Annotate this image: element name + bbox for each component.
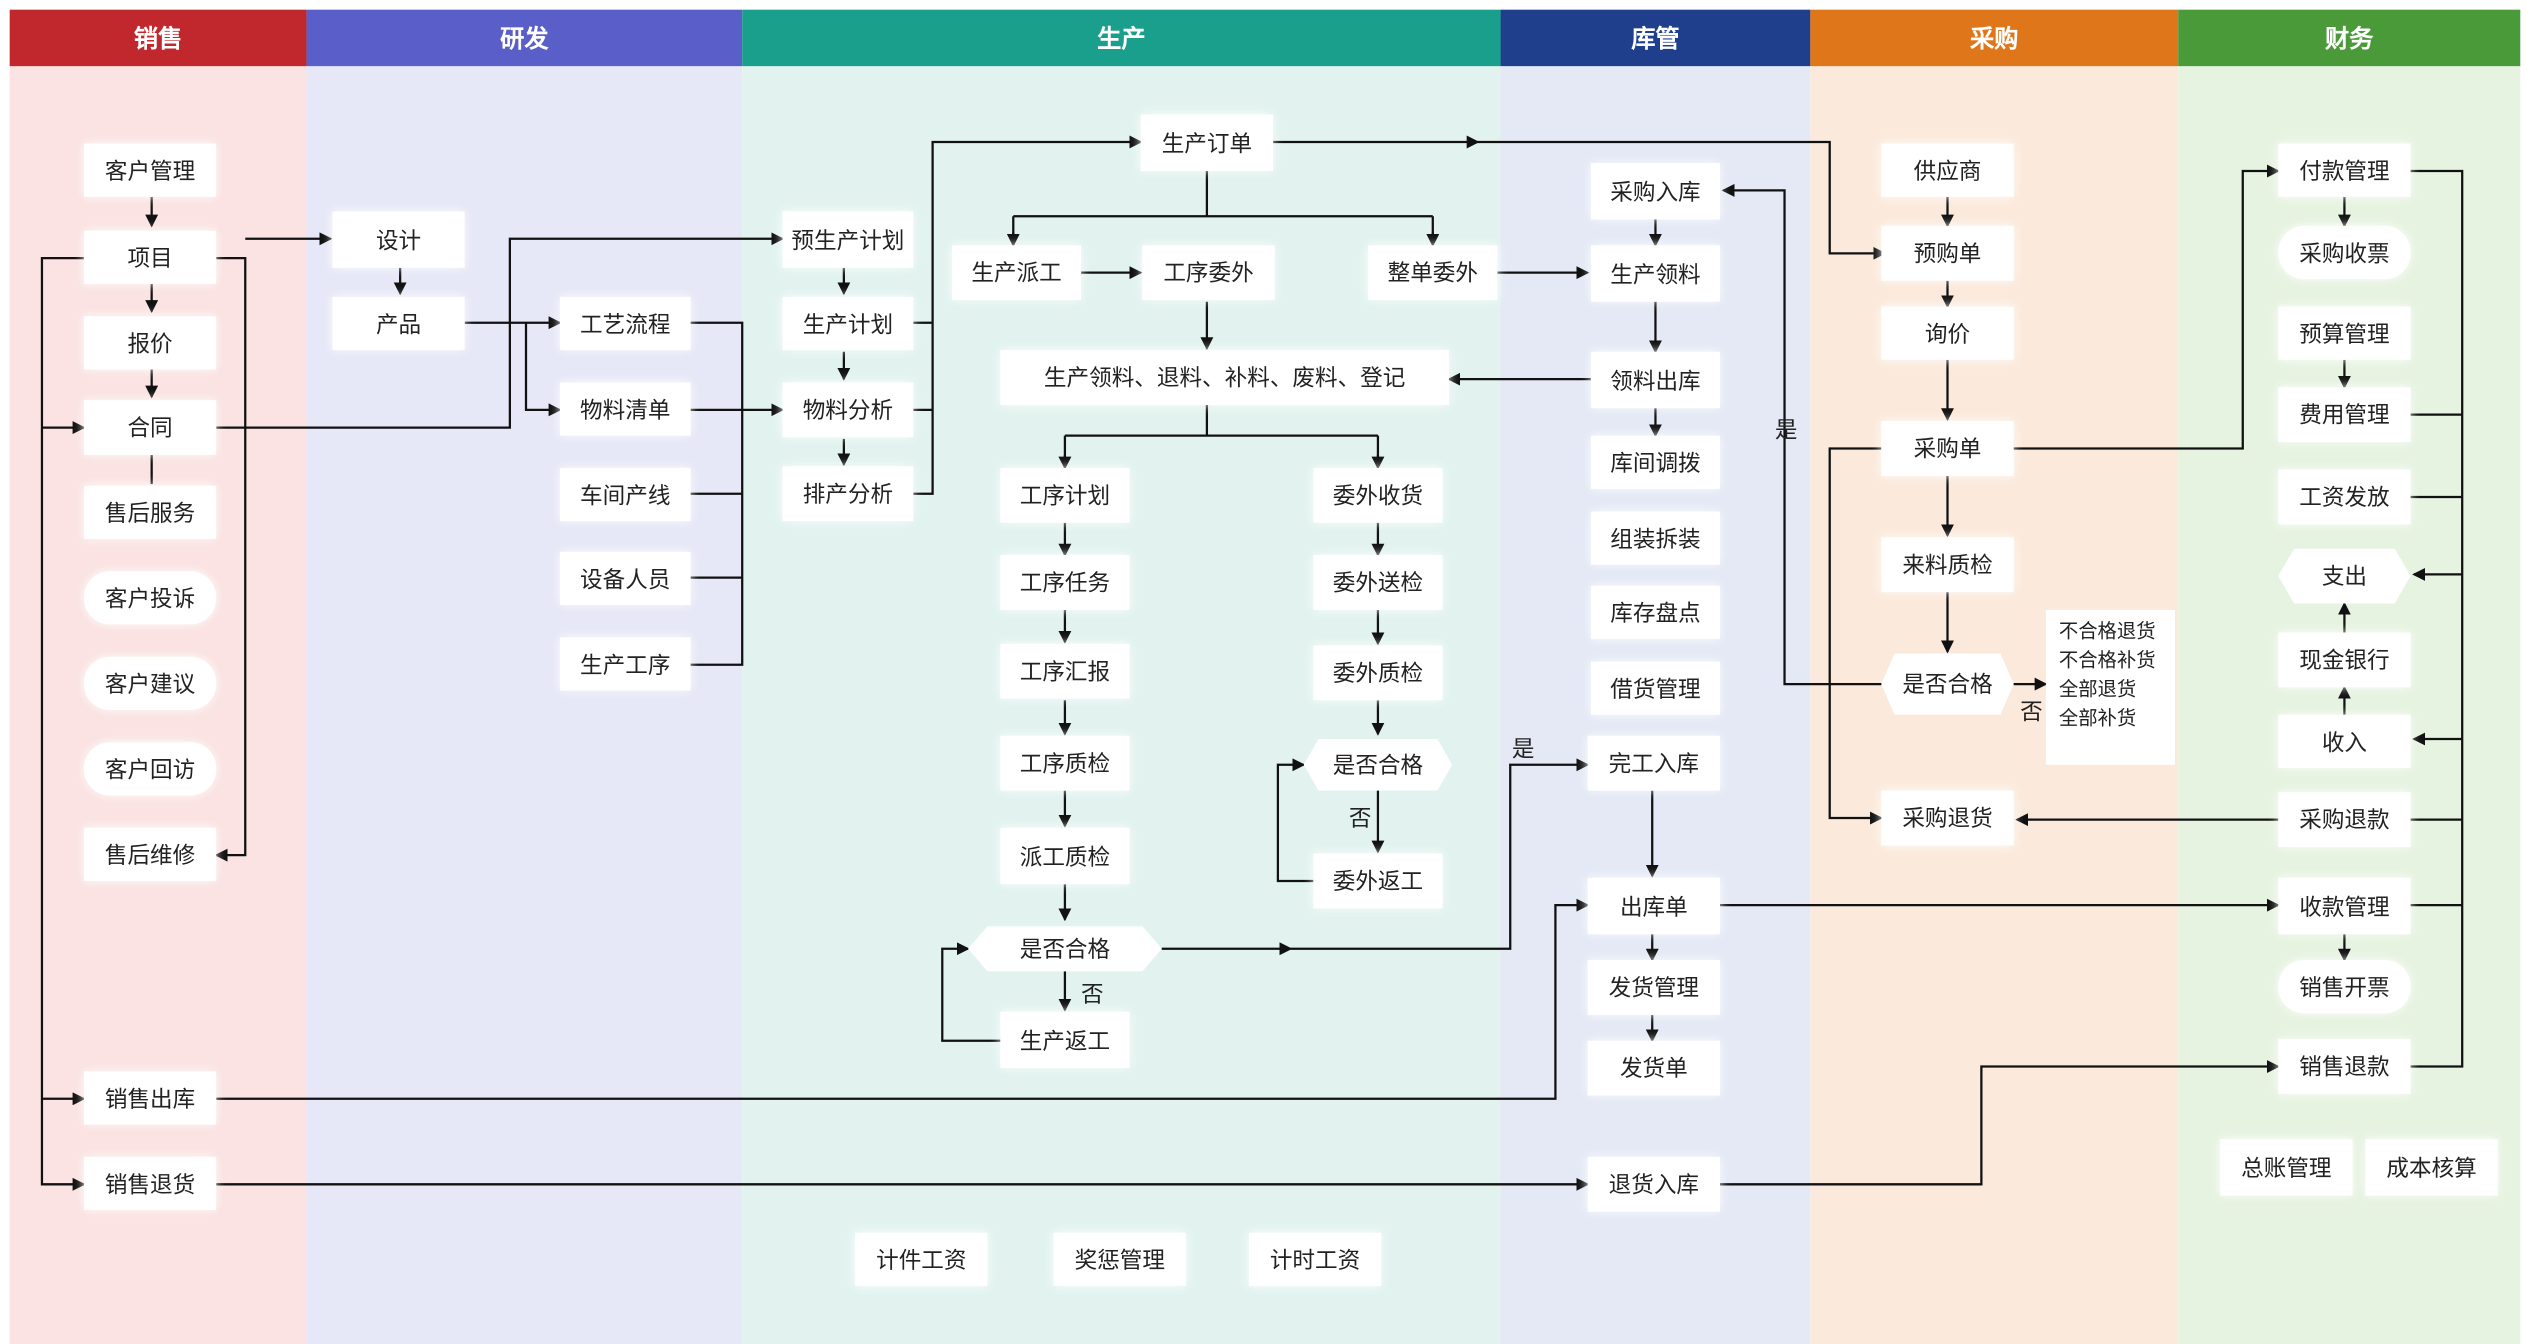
node-time-rate-wage[interactable]: 计时工资 bbox=[1248, 1232, 1382, 1286]
node-product[interactable]: 产品 bbox=[332, 296, 465, 351]
label-no-purchase: 否 bbox=[2020, 700, 2043, 727]
node-outbound-order[interactable]: 出库单 bbox=[1587, 877, 1720, 935]
node-supplier[interactable]: 供应商 bbox=[1881, 143, 2014, 197]
node-process-task[interactable]: 工序任务 bbox=[1000, 555, 1130, 610]
node-pre-purchase-order[interactable]: 预购单 bbox=[1881, 225, 2014, 281]
node-quotation[interactable]: 报价 bbox=[83, 316, 217, 370]
note-reject-options: 不合格退货 不合格补货 全部退货 全部补货 bbox=[2045, 609, 2175, 765]
lane-header-production: 生产 bbox=[742, 9, 1501, 67]
node-project[interactable]: 项目 bbox=[83, 230, 217, 284]
node-stocktaking[interactable]: 库存盘点 bbox=[1590, 585, 1720, 639]
node-process-outsourcing[interactable]: 工序委外 bbox=[1142, 245, 1275, 301]
node-after-sales-repair[interactable]: 售后维修 bbox=[83, 827, 217, 881]
node-outsourced-inspection[interactable]: 委外质检 bbox=[1313, 645, 1443, 701]
node-picking-outbound[interactable]: 领料出库 bbox=[1590, 351, 1720, 409]
node-contract[interactable]: 合同 bbox=[83, 400, 217, 456]
node-full-order-outsourcing[interactable]: 整单委外 bbox=[1368, 245, 1498, 301]
node-incoming-inspection[interactable]: 来料质检 bbox=[1881, 537, 2014, 593]
node-material-analysis[interactable]: 物料分析 bbox=[782, 382, 914, 438]
node-inquiry[interactable]: 询价 bbox=[1881, 306, 2014, 360]
note-reject-option: 全部补货 bbox=[2058, 706, 2137, 730]
node-outsourced-submit-inspection[interactable]: 委外送检 bbox=[1313, 555, 1443, 610]
node-purchase-inbound[interactable]: 采购入库 bbox=[1590, 162, 1720, 220]
node-income[interactable]: 收入 bbox=[2278, 714, 2411, 769]
lane-bg-rd bbox=[306, 66, 743, 1344]
node-production-order[interactable]: 生产订单 bbox=[1140, 114, 1274, 172]
label-yes-completion: 是 bbox=[1511, 737, 1535, 764]
label-no-outsourced: 否 bbox=[1348, 806, 1372, 833]
node-purchase-refund[interactable]: 采购退款 bbox=[2278, 792, 2411, 848]
node-customer-suggestion[interactable]: 客户建议 bbox=[83, 656, 217, 710]
node-purchase-return[interactable]: 采购退货 bbox=[1881, 790, 2014, 846]
node-sales-refund[interactable]: 销售退款 bbox=[2278, 1039, 2411, 1094]
node-purchase-invoice[interactable]: 采购收票 bbox=[2278, 225, 2411, 280]
node-expenditure[interactable]: 支出 bbox=[2278, 548, 2411, 604]
note-reject-option: 不合格补货 bbox=[2058, 648, 2156, 672]
node-pre-production-plan[interactable]: 预生产计划 bbox=[782, 211, 914, 268]
decision-qualified-outsourced[interactable]: 是否合格 bbox=[1303, 738, 1453, 791]
node-sales-return[interactable]: 销售退货 bbox=[83, 1156, 217, 1211]
node-production-process[interactable]: 生产工序 bbox=[559, 637, 691, 691]
node-loan-management[interactable]: 借货管理 bbox=[1590, 661, 1720, 715]
decision-qualified-production[interactable]: 是否合格 bbox=[968, 926, 1162, 972]
node-sales-invoice[interactable]: 销售开票 bbox=[2278, 960, 2411, 1014]
node-production-material-ops[interactable]: 生产领料、退料、补料、废料、登记 bbox=[1000, 350, 1449, 405]
node-outsourced-receiving[interactable]: 委外收货 bbox=[1313, 467, 1443, 523]
node-production-picking[interactable]: 生产领料 bbox=[1590, 245, 1720, 302]
lane-header-finance: 财务 bbox=[2178, 9, 2521, 67]
node-after-sales-service[interactable]: 售后服务 bbox=[83, 485, 217, 539]
node-expense-management[interactable]: 费用管理 bbox=[2278, 387, 2411, 443]
node-production-dispatch[interactable]: 生产派工 bbox=[951, 245, 1082, 301]
node-scheduling-analysis[interactable]: 排产分析 bbox=[782, 466, 914, 522]
lane-header-rd: 研发 bbox=[306, 9, 743, 67]
node-design[interactable]: 设计 bbox=[332, 211, 465, 268]
node-workshop-line[interactable]: 车间产线 bbox=[559, 467, 691, 522]
node-production-rework[interactable]: 生产返工 bbox=[1000, 1011, 1130, 1069]
lane-header-purchasing: 采购 bbox=[1810, 9, 2179, 67]
node-piece-rate-wage[interactable]: 计件工资 bbox=[855, 1232, 988, 1286]
node-production-plan[interactable]: 生产计划 bbox=[782, 296, 914, 351]
node-sales-outbound[interactable]: 销售出库 bbox=[83, 1071, 217, 1125]
node-process-inspection[interactable]: 工序质检 bbox=[1000, 735, 1130, 791]
node-shipping-order[interactable]: 发货单 bbox=[1587, 1040, 1720, 1096]
decision-qualified-purchase[interactable]: 是否合格 bbox=[1881, 653, 2014, 715]
node-cost-accounting[interactable]: 成本核算 bbox=[2365, 1139, 2498, 1196]
node-purchase-order[interactable]: 采购单 bbox=[1881, 421, 2014, 476]
node-assembly-disassembly[interactable]: 组装拆装 bbox=[1590, 511, 1720, 565]
note-reject-option: 全部退货 bbox=[2058, 677, 2137, 701]
node-return-inbound[interactable]: 退货入库 bbox=[1587, 1156, 1720, 1212]
lane-header-sales: 销售 bbox=[9, 9, 307, 67]
node-process-route[interactable]: 工艺流程 bbox=[559, 296, 691, 351]
node-shipping-management[interactable]: 发货管理 bbox=[1587, 960, 1720, 1015]
node-payroll[interactable]: 工资发放 bbox=[2278, 469, 2411, 525]
node-process-report[interactable]: 工序汇报 bbox=[1000, 643, 1130, 699]
node-dispatch-inspection[interactable]: 派工质检 bbox=[1000, 827, 1130, 885]
node-inter-warehouse-transfer[interactable]: 库间调拨 bbox=[1590, 435, 1720, 489]
node-cash-bank[interactable]: 现金银行 bbox=[2278, 632, 2411, 688]
node-equipment-staff[interactable]: 设备人员 bbox=[559, 551, 691, 606]
node-budget-management[interactable]: 预算管理 bbox=[2278, 306, 2411, 360]
node-reward-penalty[interactable]: 奖惩管理 bbox=[1053, 1232, 1186, 1286]
node-customer-complaint[interactable]: 客户投诉 bbox=[83, 571, 217, 625]
label-no-production: 否 bbox=[1081, 982, 1104, 1009]
node-customer-revisit[interactable]: 客户回访 bbox=[83, 742, 217, 796]
node-receipt-management[interactable]: 收款管理 bbox=[2278, 877, 2411, 935]
label-yes-purchase: 是 bbox=[1774, 417, 1798, 444]
node-completion-inbound[interactable]: 完工入库 bbox=[1587, 735, 1720, 791]
node-customer-management[interactable]: 客户管理 bbox=[83, 143, 217, 197]
node-payment-management[interactable]: 付款管理 bbox=[2278, 143, 2411, 197]
note-reject-option: 不合格退货 bbox=[2058, 619, 2156, 643]
node-process-plan[interactable]: 工序计划 bbox=[1000, 467, 1130, 523]
lane-header-warehouse: 库管 bbox=[1500, 9, 1811, 67]
node-bill-of-materials[interactable]: 物料清单 bbox=[559, 382, 691, 436]
node-general-ledger[interactable]: 总账管理 bbox=[2220, 1139, 2353, 1196]
node-outsourced-rework[interactable]: 委外返工 bbox=[1313, 853, 1443, 909]
